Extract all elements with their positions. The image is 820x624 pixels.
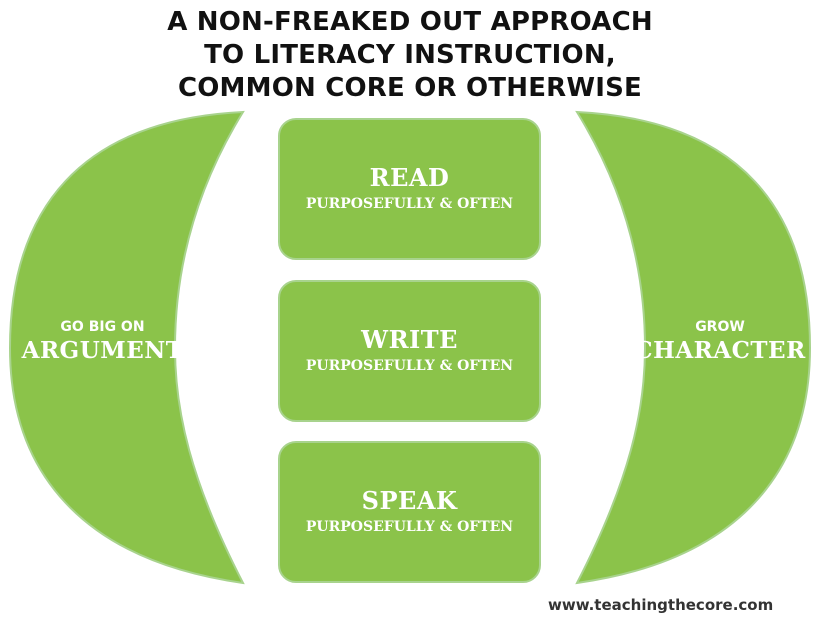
right-panel-big-label: CHARACTER: [634, 337, 806, 364]
read-box-subtitle: PURPOSEFULLY & OFTEN: [305, 196, 514, 212]
left-crescent-shape: [8, 110, 245, 585]
write-box-title: WRITE: [361, 325, 458, 354]
right-crescent-shape: [575, 110, 812, 585]
left-panel: GO BIG ON ARGUMENT: [10, 318, 195, 366]
speak-box-title: SPEAK: [361, 486, 458, 515]
read-box-title: READ: [369, 163, 450, 192]
diagram-title: A NON-FREAKED OUT APPROACH TO LITERACY I…: [0, 6, 820, 105]
write-box-subtitle: PURPOSEFULLY & OFTEN: [305, 358, 514, 374]
speak-box: SPEAK PURPOSEFULLY & OFTEN: [278, 441, 541, 583]
title-line-3: COMMON CORE OR OTHERWISE: [177, 73, 643, 103]
left-panel-small-label: GO BIG ON: [60, 319, 145, 335]
speak-box-subtitle: PURPOSEFULLY & OFTEN: [305, 519, 514, 535]
left-panel-big-label: ARGUMENT: [21, 337, 184, 364]
title-line-1: A NON-FREAKED OUT APPROACH: [167, 7, 653, 37]
footer-url: www.teachingthecore.com: [548, 596, 774, 614]
right-panel-small-label: GROW: [695, 319, 745, 335]
right-panel: GROW CHARACTER: [630, 318, 810, 366]
read-box: READ PURPOSEFULLY & OFTEN: [278, 118, 541, 260]
write-box: WRITE PURPOSEFULLY & OFTEN: [278, 280, 541, 422]
title-line-2: TO LITERACY INSTRUCTION,: [204, 40, 616, 70]
